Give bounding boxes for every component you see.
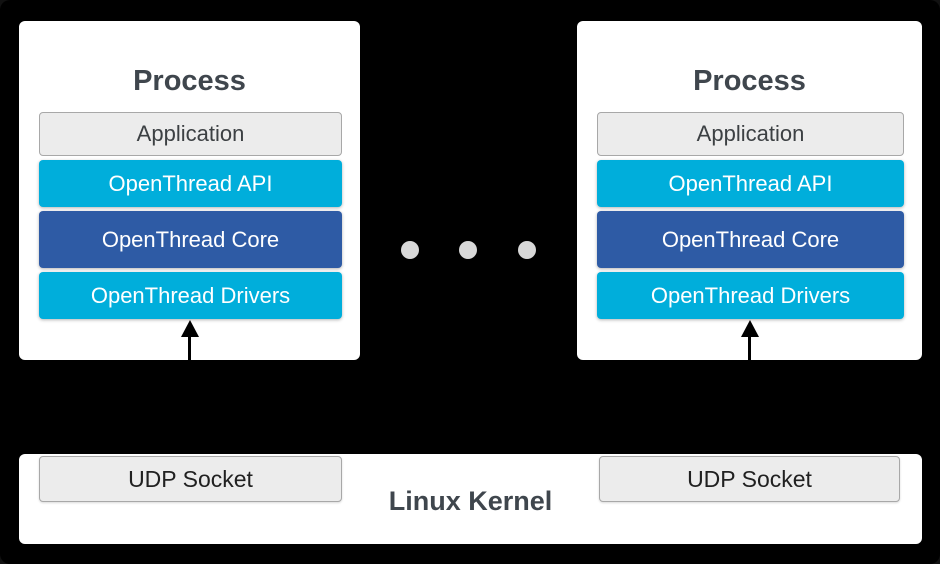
process-title: Process bbox=[693, 65, 806, 97]
arrow-line bbox=[748, 337, 751, 360]
ellipsis-dot bbox=[459, 241, 477, 259]
layer-openthread-api: OpenThread API bbox=[39, 160, 342, 207]
layer-application: Application bbox=[597, 112, 904, 156]
layer-openthread-drivers: OpenThread Drivers bbox=[597, 272, 904, 319]
ellipsis-dot bbox=[518, 241, 536, 259]
process-card-left: Process Application OpenThread API OpenT… bbox=[19, 21, 360, 360]
arrow-head-icon bbox=[180, 320, 199, 337]
ellipsis-dot bbox=[401, 241, 419, 259]
layer-openthread-api: OpenThread API bbox=[597, 160, 904, 207]
arrow-line bbox=[188, 337, 191, 360]
process-title: Process bbox=[133, 65, 246, 97]
layer-application: Application bbox=[39, 112, 342, 156]
arrow-head-icon bbox=[740, 320, 759, 337]
udp-socket-left: UDP Socket bbox=[39, 456, 342, 502]
process-card-right: Process Application OpenThread API OpenT… bbox=[577, 21, 922, 360]
arrow-up-connector-left bbox=[180, 320, 200, 360]
arrow-up-connector-right bbox=[740, 320, 760, 360]
layer-openthread-core: OpenThread Core bbox=[39, 211, 342, 268]
layer-openthread-drivers: OpenThread Drivers bbox=[39, 272, 342, 319]
layer-openthread-core: OpenThread Core bbox=[597, 211, 904, 268]
linux-kernel-label: Linux Kernel bbox=[388, 486, 553, 516]
udp-socket-right: UDP Socket bbox=[599, 456, 900, 502]
linux-kernel-bar: UDP Socket Linux Kernel UDP Socket bbox=[19, 454, 922, 544]
